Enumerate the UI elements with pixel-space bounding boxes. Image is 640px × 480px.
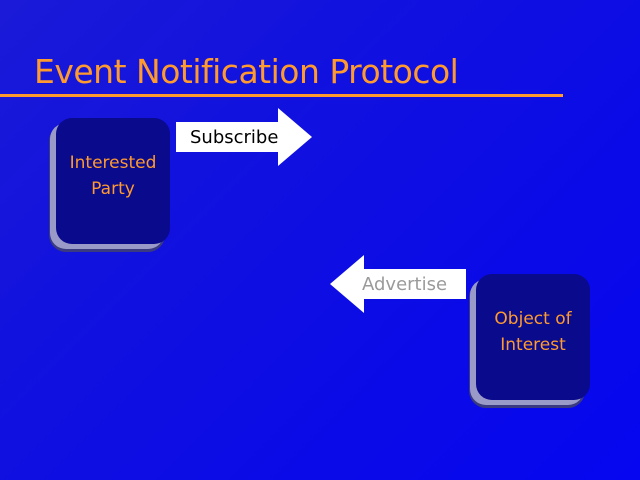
subscribe-label: Subscribe	[190, 127, 279, 148]
object-of-interest-box: Object of Interest	[476, 274, 590, 400]
advertise-arrow	[330, 255, 466, 313]
title-underline	[0, 94, 563, 97]
advertise-arrow-shape	[330, 255, 466, 313]
interested-party-label: Interested Party	[69, 153, 157, 199]
object-of-interest-label: Object of Interest	[494, 309, 572, 355]
subscribe-arrow	[176, 108, 312, 166]
slide-title: Event Notification Protocol	[34, 52, 459, 91]
subscribe-arrow-shape	[176, 108, 312, 166]
advertise-label: Advertise	[362, 274, 448, 295]
interested-party-box: Interested Party	[56, 118, 170, 244]
